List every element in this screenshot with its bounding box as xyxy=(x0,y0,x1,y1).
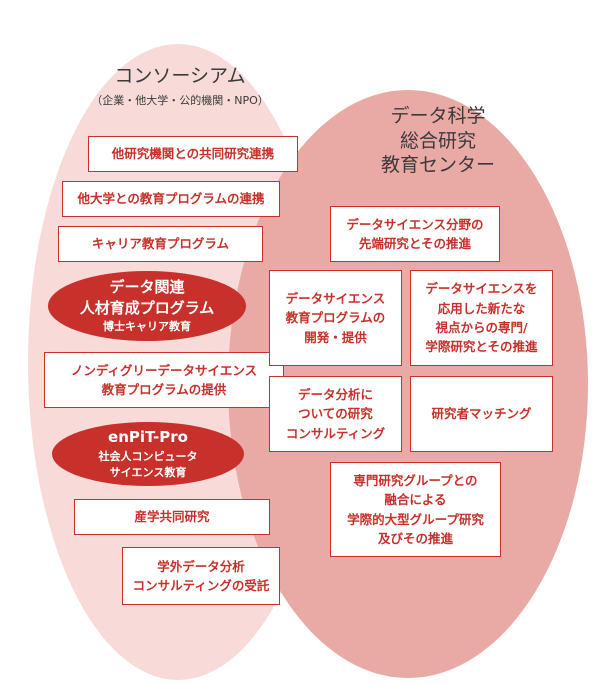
consortium-title: コンソーシアム xyxy=(114,65,246,87)
box-nondegree-program: ノンディグリーデータサイエンス 教育プログラムの提供 xyxy=(44,352,284,408)
box-industry-academia-research: 産学共同研究 xyxy=(74,499,270,535)
box-researcher-matching: 研究者マッチング xyxy=(410,376,553,452)
box-education-development: データサイエンス 教育プログラムの 開発・提供 xyxy=(269,270,402,366)
box-external-consulting: 学外データ分析 コンサルティングの受託 xyxy=(122,547,280,605)
box-large-group-research: 専門研究グループとの 融合による 学際的大型グループ研究 及びその推進 xyxy=(330,462,501,557)
box-analysis-consulting: データ分析に ついての研究 コンサルティング xyxy=(269,376,402,452)
program-title: データ関連 人材育成プログラム xyxy=(79,278,215,317)
center-title: データ科学 総合研究 教育センター xyxy=(380,105,495,177)
program-title: enPiT-Pro xyxy=(108,428,188,447)
program-pill-enpit-pro: enPiT-Pro 社会人コンピュータ サイエンス教育 xyxy=(52,422,244,486)
program-pill-data-talent: データ関連 人材育成プログラム 博士キャリア教育 xyxy=(48,271,246,341)
box-advanced-research: データサイエンス分野の 先端研究とその推進 xyxy=(330,206,500,262)
program-subtitle: 博士キャリア教育 xyxy=(103,319,191,333)
box-university-program-collaboration: 他大学との教育プログラムの連携 xyxy=(62,181,280,217)
box-applied-research: データサイエンスを 応用した新たな 視点からの専門/ 学際研究とその推進 xyxy=(410,270,553,366)
box-joint-research-institutions: 他研究機関との共同研究連携 xyxy=(88,136,298,172)
program-subtitle: 社会人コンピュータ サイエンス教育 xyxy=(98,449,198,479)
box-career-education: キャリア教育プログラム xyxy=(58,226,263,262)
consortium-subtitle: （企業・他大学・公的機関・NPO） xyxy=(91,94,269,107)
